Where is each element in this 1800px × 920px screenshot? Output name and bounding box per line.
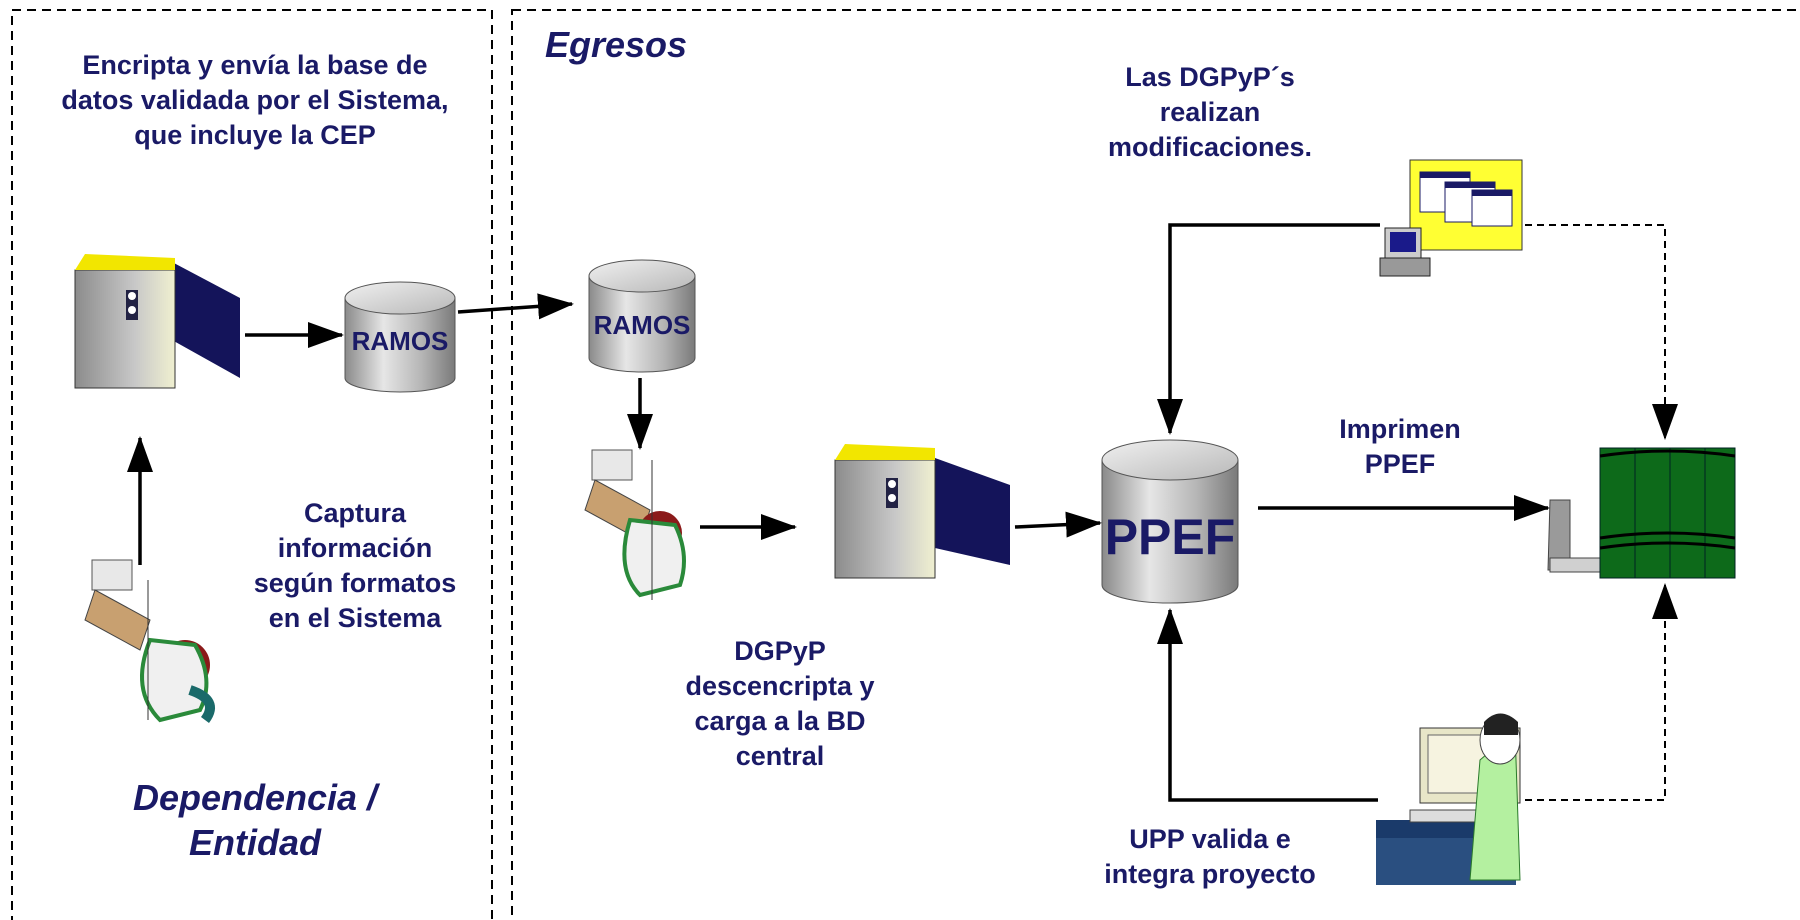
- ramos-left-label: RAMOS: [351, 326, 449, 356]
- egresos-title: Egresos: [545, 24, 688, 65]
- ramos-right-label: RAMOS: [593, 310, 691, 340]
- dgpyp-descencripta-label: DGPyP descencripta y carga a la BD centr…: [685, 636, 875, 772]
- dependencia-section-border: [11, 9, 493, 920]
- arrow-server-to-ppef: [1014, 511, 1102, 538]
- arrow-modifications-to-ppef: [1157, 223, 1380, 435]
- computer-windows-icon: [1379, 159, 1523, 277]
- printed-books-icon: [1547, 447, 1736, 579]
- dashed-modifications-to-books: [1525, 224, 1678, 440]
- arrow-upp-to-ppef: [1157, 608, 1378, 802]
- ppef-database: [1101, 439, 1239, 604]
- operator-icon-center: [584, 449, 686, 600]
- server-icon-center: [834, 444, 1010, 579]
- egresos-section-border: [511, 9, 1800, 920]
- validator-person-icon: [1376, 713, 1521, 885]
- imprimen-label: Imprimen PPEF: [1339, 414, 1461, 480]
- ppef-label: PPEF: [1104, 509, 1236, 565]
- captura-label: Captura información según formatos en el…: [253, 498, 457, 634]
- ramos-database-right: [588, 259, 696, 373]
- ramos-database-left: [344, 281, 456, 393]
- server-icon-left: [74, 254, 240, 389]
- encripta-label: Encripta y envía la base de datos valida…: [61, 50, 449, 151]
- operator-icon-left: [84, 559, 215, 723]
- dependencia-title: Dependencia / Entidad: [132, 777, 378, 863]
- arrow-ramos-to-ramos: [457, 293, 574, 320]
- dashed-upp-to-books: [1525, 583, 1678, 801]
- upp-label: UPP valida e integra proyecto: [1104, 824, 1316, 890]
- dgpyp-modifica-label: Las DGPyP´s realizan modificaciones.: [1107, 62, 1313, 163]
